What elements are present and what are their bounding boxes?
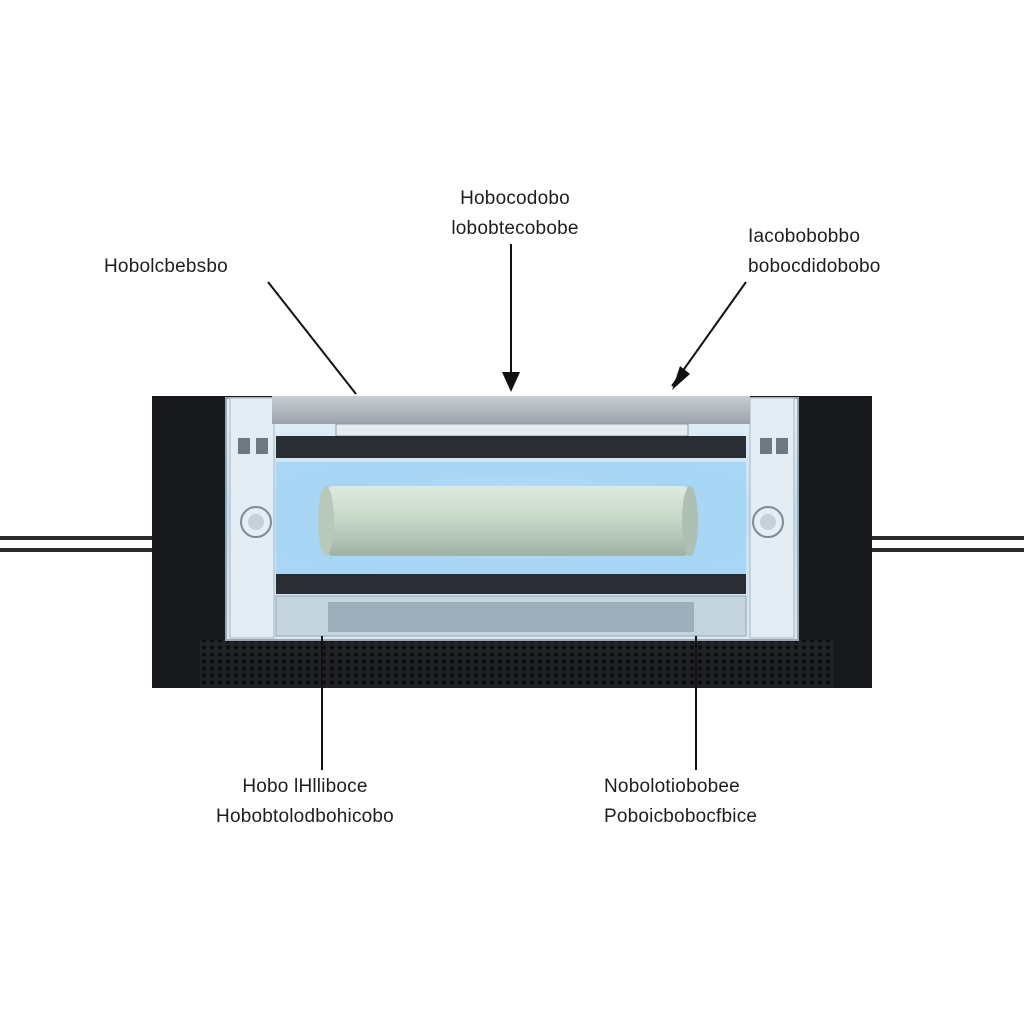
- leader-top-left: [267, 281, 357, 395]
- callout-bottom-left-line-1: Hobo lHlliboce: [242, 776, 368, 797]
- callout-top-right: Iacobobobbo bobocdidobobo: [748, 222, 881, 282]
- callout-top-left: Hobolcbebsbo: [104, 252, 228, 282]
- callout-top-center: Hobocodobo lobobtecobobe: [400, 184, 630, 244]
- leader-top-right: [671, 281, 747, 387]
- callout-top-center-line-2: lobobtecobobe: [451, 218, 579, 239]
- right-electrode: [752, 506, 784, 538]
- left-electrode: [240, 506, 272, 538]
- callout-top-left-line-1: Hobolcbebsbo: [104, 256, 228, 277]
- arrowhead-top-right: [672, 366, 690, 390]
- leader-lines: [267, 244, 747, 770]
- top-plate: [272, 396, 750, 458]
- callout-top-center-line-1: Hobocodobo: [460, 188, 570, 209]
- callout-top-right-line-2: bobocdidobobo: [748, 256, 881, 277]
- small-connector-pins: [238, 438, 788, 454]
- bottom-plate: [275, 574, 747, 637]
- callout-bottom-right-line-2: Poboicbobocfbice: [604, 806, 758, 827]
- callout-bottom-right-line-1: Nobolotiobobee: [604, 776, 740, 797]
- callout-bottom-right: Nobolotiobobee Poboicbobocfbice: [604, 772, 757, 832]
- vent-mesh: [200, 640, 834, 688]
- cylinder-rod: [318, 486, 698, 556]
- arrowhead-top-center: [502, 372, 520, 392]
- callout-top-right-line-1: Iacobobobbo: [748, 226, 861, 247]
- callout-bottom-left-line-2: Hobobtolodbohicobo: [216, 806, 394, 827]
- callout-bottom-left: Hobo lHlliboce Hobobtolodbohicobo: [200, 772, 410, 832]
